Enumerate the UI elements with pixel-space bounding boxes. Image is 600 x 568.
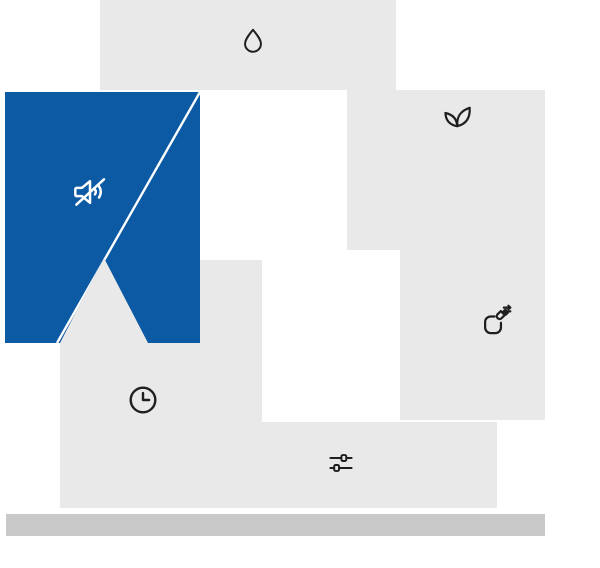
tile-power[interactable] bbox=[400, 250, 545, 420]
speaker-mute-icon bbox=[74, 178, 106, 206]
footer-strip bbox=[6, 514, 545, 536]
water-drop-icon bbox=[244, 28, 262, 53]
leaf-icon bbox=[444, 106, 471, 128]
plug-connected-icon bbox=[484, 304, 512, 335]
tile-water[interactable] bbox=[100, 0, 396, 90]
mute-ribbon-banner[interactable] bbox=[5, 92, 200, 343]
clock-icon bbox=[129, 386, 157, 414]
tile-settings[interactable] bbox=[200, 422, 497, 508]
sliders-icon bbox=[329, 454, 353, 472]
